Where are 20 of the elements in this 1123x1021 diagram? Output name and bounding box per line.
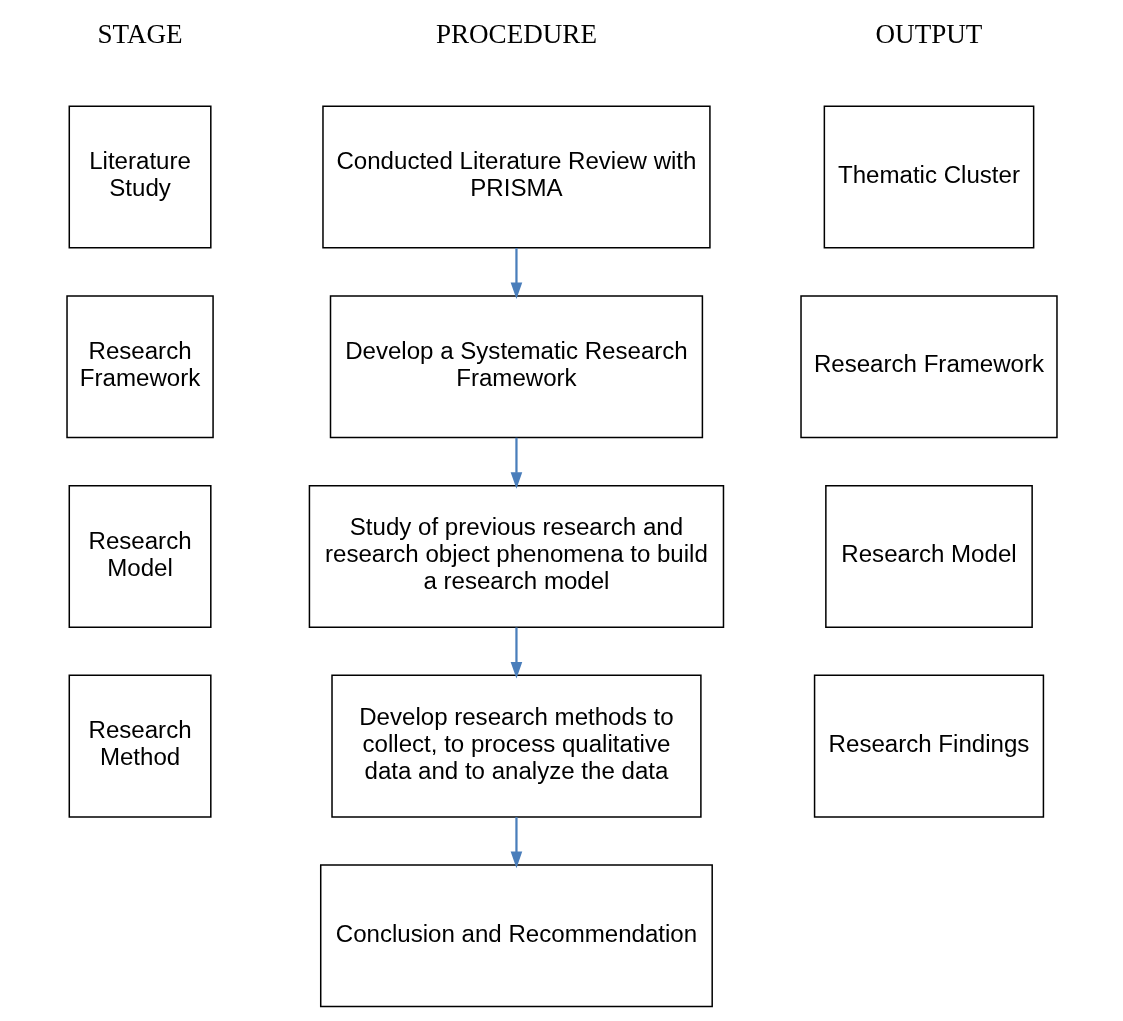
node-box: Conducted Literature Review with PRISMA <box>321 105 711 249</box>
node-box: Research Model <box>68 484 212 628</box>
label: STAGE <box>96 18 183 49</box>
arrow <box>510 248 522 300</box>
node-box: Research Model <box>824 484 1033 628</box>
label: OUTPUT <box>875 18 982 49</box>
label: PROCEDURE <box>435 18 597 49</box>
node-box: Study of previous research and research object phenomena to build a research model <box>308 484 724 628</box>
node-box: Research Framework <box>799 295 1058 439</box>
node-box: Develop a Systematic Research Framework <box>329 295 703 439</box>
node-box: Research Findings <box>813 674 1044 818</box>
node-box: Thematic Cluster <box>823 105 1034 249</box>
arrow <box>510 437 522 489</box>
arrow <box>510 627 522 679</box>
node-box: Conclusion and Recommendation <box>319 864 713 1008</box>
node-box: Literature Study <box>68 105 212 249</box>
node-box: Develop research methods to collect, to process qualitative data and to analyze the data <box>330 674 702 818</box>
arrow <box>510 817 522 869</box>
node-box: Research Method <box>68 674 212 818</box>
node-box: Research Framework <box>65 295 214 439</box>
